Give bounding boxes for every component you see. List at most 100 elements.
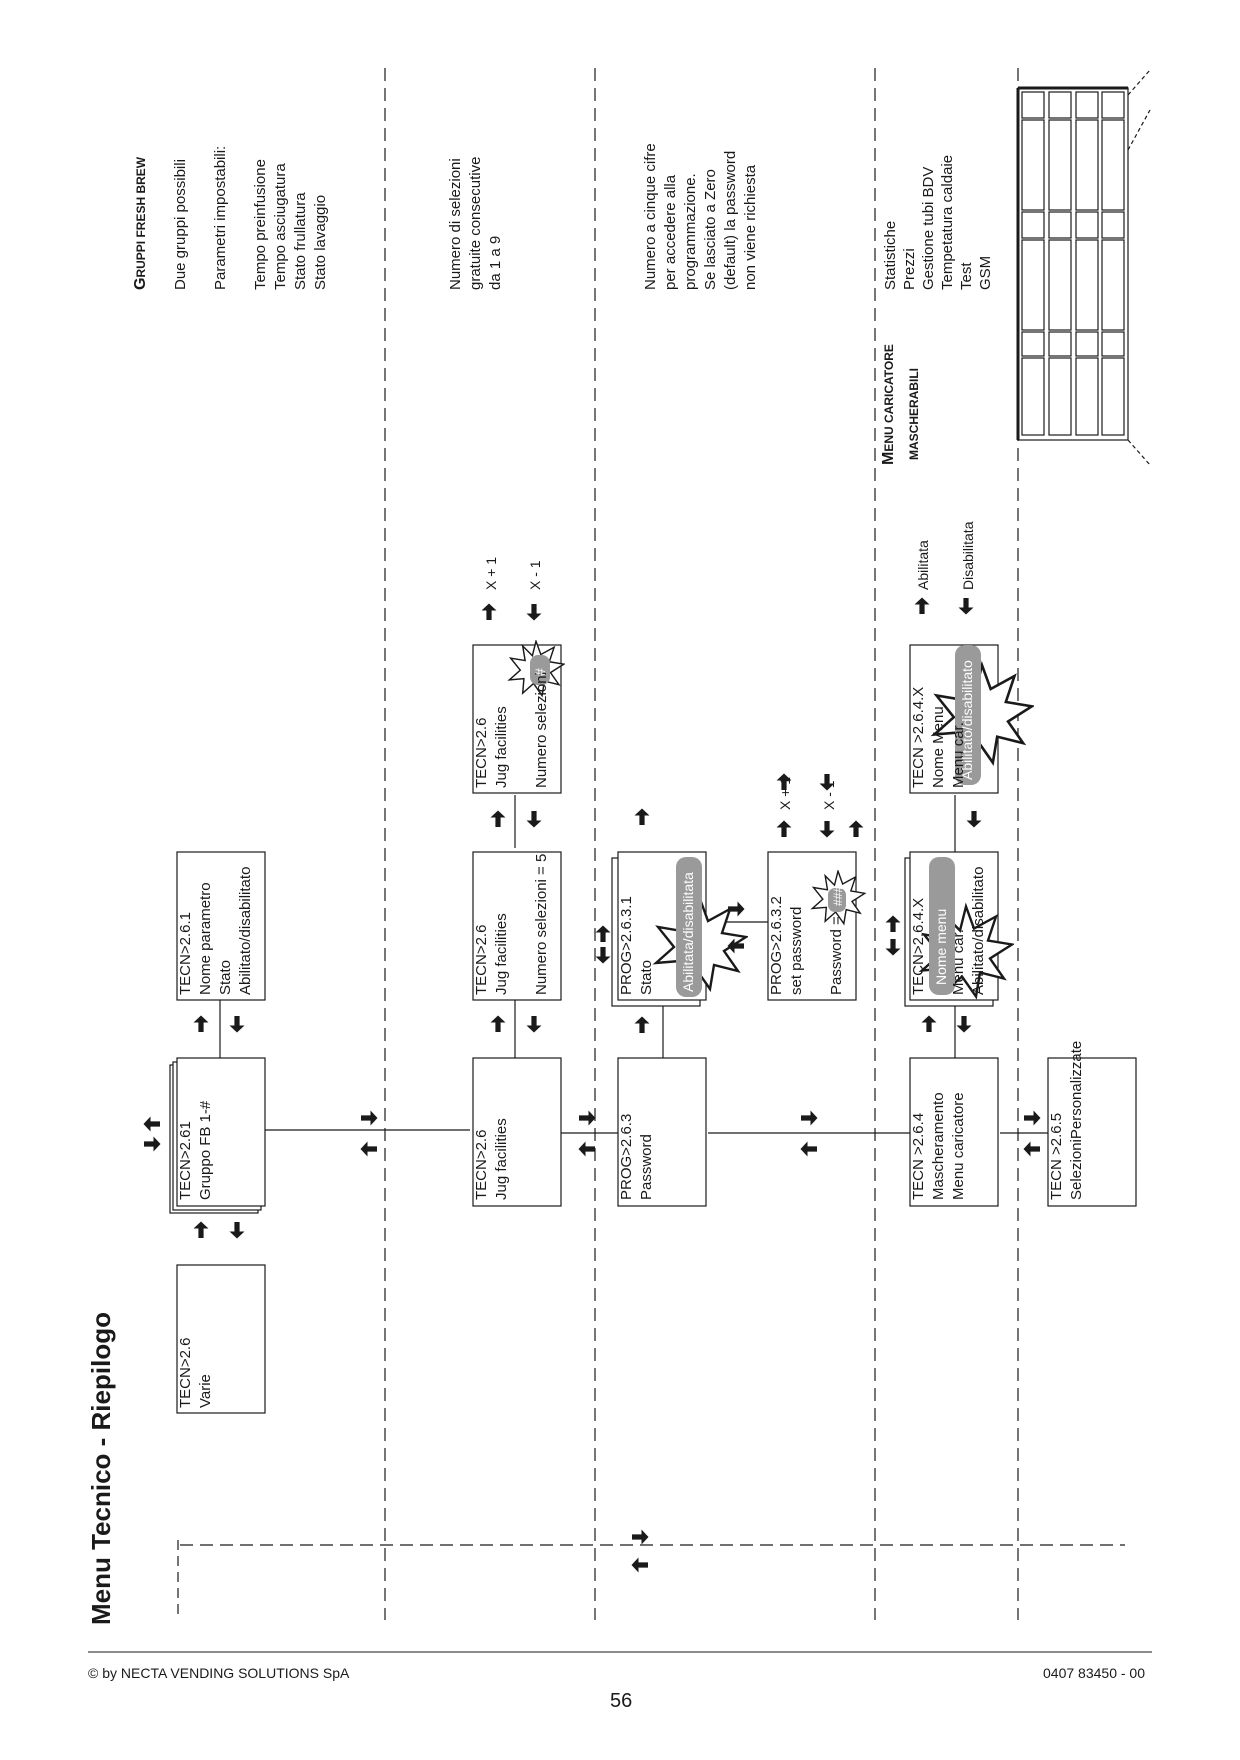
label-x-minus-2: X - 1 — [821, 780, 837, 810]
box-selpers[interactable] — [1047, 1057, 1137, 1207]
highlight-abil — [955, 645, 981, 785]
highlight-stato-text: Abilitata/disabilitata — [680, 872, 696, 992]
arrow-left-icon — [143, 1116, 160, 1132]
keypad-key — [1075, 119, 1099, 211]
arrows — [143, 597, 1041, 1573]
box-jug[interactable] — [472, 1057, 562, 1207]
keypad-key — [1048, 119, 1072, 211]
box-jug-sel[interactable] — [472, 851, 562, 1001]
fb-title: GRUPPI FRESH BREW — [132, 156, 149, 290]
keypad-key — [1048, 331, 1072, 357]
arrow-up-icon — [490, 810, 506, 827]
arrow-left-icon — [360, 1141, 377, 1157]
arrow-right-icon — [1024, 1110, 1041, 1126]
keypad-key — [1101, 357, 1125, 436]
arrow-up-icon — [481, 603, 497, 620]
arrow-down-icon — [526, 604, 542, 621]
arrow-up-icon — [490, 1015, 506, 1032]
keypad-key — [1021, 211, 1045, 239]
box-password[interactable] — [617, 1057, 707, 1207]
box-setpass[interactable] — [767, 851, 857, 1001]
arrow-up-icon — [193, 1221, 209, 1238]
keypad-key — [1021, 91, 1045, 119]
arrow-up-icon — [776, 820, 792, 837]
footer-copyright: © by NECTA VENDING SOLUTIONS SpA — [88, 1665, 350, 1681]
arrow-down-icon — [966, 811, 982, 828]
keypad-key — [1075, 357, 1099, 436]
keypad-key — [1101, 331, 1125, 357]
keypad-key — [1101, 211, 1125, 239]
footer-code: 0407 83450 - 00 — [1043, 1665, 1145, 1681]
keypad-key — [1021, 331, 1045, 357]
highlight-hash — [530, 655, 550, 685]
arrow-left-icon — [1023, 1141, 1040, 1157]
arrow-up-icon — [193, 1015, 209, 1032]
arrow-up-icon — [914, 597, 930, 614]
arrow-right-icon — [728, 901, 745, 917]
separator-lines — [180, 68, 1125, 1620]
keypad-key — [1075, 211, 1099, 239]
arrow-right-icon — [144, 1136, 161, 1152]
highlight-nome-menu-text: Nome menu — [933, 909, 949, 985]
menu-caricatore-title2: MASCHERABILI — [907, 368, 921, 460]
arrow-down-icon — [229, 1222, 245, 1239]
keypad-illustration — [1016, 69, 1151, 466]
keypad-key — [1075, 239, 1099, 331]
keypad-key — [1075, 91, 1099, 119]
keypad-key — [1101, 239, 1125, 331]
box-nome-parametro[interactable] — [176, 851, 266, 1001]
box-varie[interactable] — [176, 1264, 266, 1414]
label-disabilitata: Disabilitata — [960, 521, 976, 590]
arrow-left-icon — [800, 1141, 817, 1157]
label-x-minus: X - 1 — [527, 560, 543, 590]
highlight-hash-text: # — [532, 668, 548, 676]
box-masch[interactable] — [909, 1057, 999, 1207]
box-gruppo-fb[interactable] — [176, 1057, 266, 1207]
page-number: 56 — [610, 1690, 633, 1712]
arrow-down-icon — [885, 939, 901, 956]
highlight-abil-text: Abilitato/disabilitato — [959, 660, 975, 780]
arrow-up-icon — [634, 808, 650, 825]
arrow-down-icon — [956, 1016, 972, 1033]
arrow-right-icon — [801, 1110, 818, 1126]
keypad-key — [1101, 91, 1125, 119]
highlight-hash3 — [828, 888, 846, 912]
arrow-right-icon — [361, 1110, 378, 1126]
keypad-key — [1075, 331, 1099, 357]
arrow-right-icon — [579, 1110, 596, 1126]
keypad-key — [1048, 239, 1072, 331]
page-title: Menu Tecnico - Riepilogo — [86, 1312, 116, 1625]
keypad-key — [1048, 357, 1072, 436]
arrow-down-icon — [526, 811, 542, 828]
label-x-plus-2: X + 1 — [777, 777, 793, 810]
arrow-up-icon — [595, 925, 611, 942]
arrow-up-icon — [848, 820, 864, 837]
arrow-left-icon — [578, 1141, 595, 1157]
arrow-down-icon — [229, 1016, 245, 1033]
arrow-up-icon — [885, 915, 901, 932]
keypad-key — [1021, 119, 1045, 211]
label-abilitata: Abilitata — [915, 540, 931, 590]
arrow-down-icon — [819, 821, 835, 838]
menu-caricatore-title: MENU CARICATORE — [880, 344, 897, 465]
highlight-nome-menu — [929, 857, 955, 995]
arrow-up-icon — [921, 1015, 937, 1032]
keypad-key — [1101, 119, 1125, 211]
